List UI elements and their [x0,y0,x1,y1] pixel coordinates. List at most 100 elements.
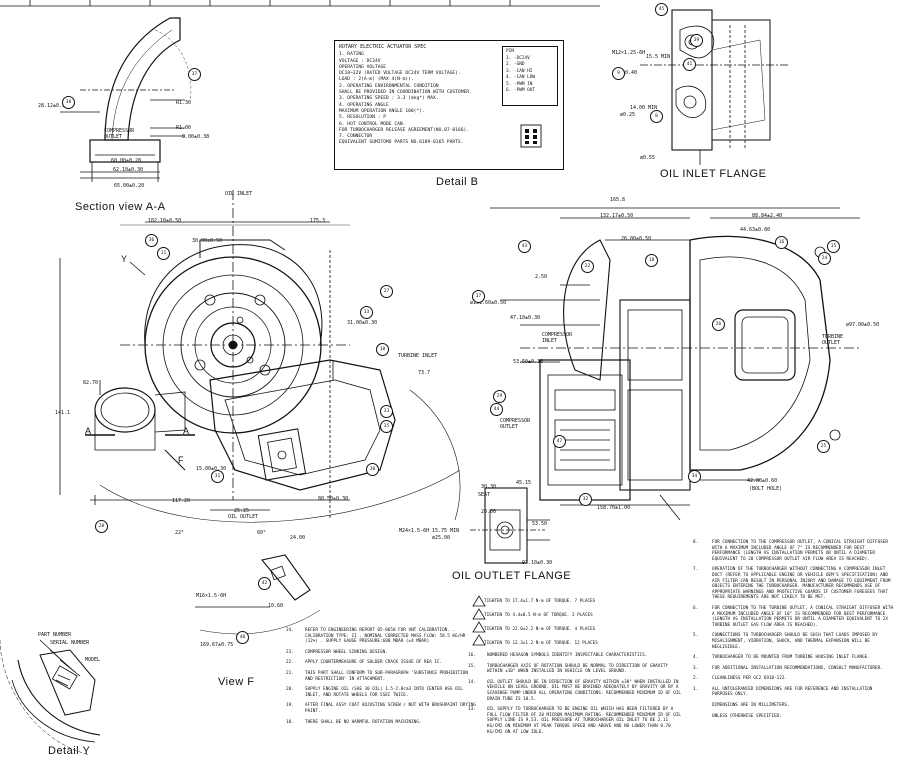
note-number: 5. [693,633,699,639]
dimension: 14.00 MIN [630,105,658,111]
note-number [693,714,707,720]
oil-inlet-label: OIL INLET [225,191,253,197]
general-note: 5. CONNECTIONS TO TURBOCHARGER SHOULD BE … [693,633,895,650]
item-balloon: 18 [645,254,658,267]
dimension: 26.00±0.50 [621,236,652,242]
detail-y-title: Detail Y [48,745,91,757]
note-number: 16. [468,653,476,658]
dimension: ø25.00 [432,535,451,541]
dimension: 169.67±0.75 [200,642,234,648]
torque-note: TIGHTEN TO 22.0±2.2 N-m OF TORQUE. 4 PLA… [468,625,683,634]
dimension: 60° [257,530,267,536]
note-text: ALL UNTOLERANCED DIMENSIONS ARE FOR REFE… [712,686,873,698]
dimension: ø0.55 [640,155,656,161]
item-balloon: 36 [145,234,158,247]
notes-left-column: 24.REFER TO ENGINEERING REPORT 05-0650 F… [286,628,476,730]
dimension: 31.00±0.30 [347,320,378,326]
note-text: THERE SHALL BE NO HARMFUL ROTATION MACHI… [305,719,422,725]
serial-number-label: SERIAL NUMBER [50,640,90,646]
torque-text: TIGHTEN TO 17.4±1.7 N-m OF TORQUE. 7 PLA… [484,598,596,604]
general-note: 8.FOR CONNECTION TO THE COMPRESSOR OUTLE… [693,540,895,562]
oil-outlet-flange-title: OIL OUTLET FLANGE [452,570,572,582]
dimension: 44.63±0.80 [740,227,771,233]
dimension: 25.25 [234,508,250,514]
spec-line: 4. OPERATING ANGLE [339,102,389,108]
item-balloon: 40 [236,631,249,644]
note-text: SUPPLY ENGINE OIL (SAE 30 OIL) 1.5-2.0cm… [305,687,463,698]
note-text: UNLESS OTHERWISE SPECIFIED: [712,713,782,719]
general-note: DIMENSIONS ARE IN MILLIMETERS. [693,703,895,709]
item-balloon: 42 [258,577,271,590]
torque-text: TIGHTEN TO 12.3±1.2 N-m OF TORQUE. 12 PL… [484,640,598,646]
torque-note: TIGHTEN TO 4.4±0.5 N-m OF TORQUE. 2 PLAC… [468,611,683,620]
dimension: 20.00 [481,509,497,515]
dimension: 158.70±1.00 [597,505,631,511]
general-note: 15.TURBOCHARGER AXIS OF ROTATION SHOULD … [468,664,683,675]
dimension: 42.80±0.60 [747,478,778,484]
note-number [693,703,707,709]
dimension: 165.8 [610,197,626,203]
note-text: COMPRESSOR WHEEL SINKING DESIGN. [305,649,388,655]
general-note: 4.TURBOCHARGER TO BE MOUNTED FROM TURBIN… [693,655,895,661]
dimension: 24.00 [290,535,306,541]
dimension: 15.00±0.30 [196,466,227,472]
pin-line: 6. -PWM OUT [506,88,536,93]
note-text: CONNECTIONS TO TURBOCHARGER SHOULD BE SU… [712,633,878,650]
note-number: 7. [693,567,699,573]
dimension: 10.60 [268,603,284,609]
note-number: 19. [286,703,294,709]
spec-line: MAXIMUM OPERATION ANGLE 100(*). [339,108,425,114]
note-number: 24. [286,628,294,633]
dimension: 141.1 [55,410,71,416]
item-balloon: 31 [211,470,224,483]
bolt-hole-label: (BOLT HOLE) [749,486,783,492]
oil-inlet-flange-drawing [640,9,790,165]
general-note: 22.APPLY COUNTERMEASURE OF SOLDER CRACK … [286,660,476,666]
item-balloon: 30 [366,463,379,476]
general-note: 6. FOR CONNECTION TO THE TURBINE OUTLET, … [693,606,895,628]
dimension: ø0.25 [620,112,636,118]
general-note: 7.OPERATION OF THE TURBOCHARGER WITHOUT … [693,567,895,601]
actuator-spec-box: ROTARY ELECTRIC ACTUATOR SPEC 1. RATING … [334,40,564,170]
dimension: 117.20 [172,498,191,504]
item-balloon: 37 [188,68,201,81]
general-note: 1.ALL UNTOLERANCED DIMENSIONS ARE FOR RE… [693,687,895,698]
note-text: FOR CONNECTION TO THE TURBINE OUTLET, A … [712,605,894,628]
note-number: 23. [286,649,294,655]
general-note: 14.OIL OUTLET SHOULD BE IN DIRECTION OF … [468,680,683,702]
item-balloon: 8 [650,110,663,123]
compressor-outlet-right-label: COMPRESSOR OUTLET [500,418,531,430]
torque-note: TIGHTEN TO 12.3±1.2 N-m OF TORQUE. 12 PL… [468,639,683,648]
pin-line: 1. -DC24V [506,55,530,61]
item-balloon: 29 [493,390,506,403]
note-text: APPLY COUNTERMEASURE OF SOLDER CRACK ISS… [305,660,443,666]
note-number: 21. [286,670,294,676]
spec-line: OPERATING VOLTAGE [339,64,387,70]
pin-table: PIN 1. -DC24V 2. -GND 3. -CAN HI 4. -CAN… [502,46,558,106]
note-text: TURBOCHARGER TO BE MOUNTED FROM TURBINE … [712,655,870,661]
spec-line: DC18~32V (RATED VOLTAGE DC24V TERM VOLTA… [339,71,461,77]
dimension: 30.00±0.50 [192,238,223,244]
note-text: NUMBERED HEXAGON SYMBOLS IDENTIFY INSPEC… [487,653,648,658]
general-note: 18.THERE SHALL BE NO HARMFUL ROTATION MA… [286,720,476,726]
general-note: 16. NUMBERED HEXAGON SYMBOLS IDENTIFY INS… [468,653,683,659]
dimension: ø0.40 [622,70,638,76]
notes-right-column: 8.FOR CONNECTION TO THE COMPRESSOR OUTLE… [693,540,895,724]
pin-line: 4. -CAN LOW [506,75,536,80]
note-text: OIL SUPPLY TO TURBOCHARGER TO BE ENGINE … [487,707,682,735]
item-balloon: 45 [655,3,668,16]
item-balloon: 39 [690,34,703,47]
spec-line: SHALL BE PROVIDED IN COORDINATION WITH C… [339,90,472,96]
item-balloon: 9 [612,67,625,80]
general-note: 24.REFER TO ENGINEERING REPORT 05-0650 F… [286,628,476,645]
dimension: 62.10±0.30 [113,167,144,173]
item-balloon: 17 [472,290,485,303]
item-balloon: 38 [62,96,75,109]
item-balloon: 44 [490,403,503,416]
turbine-inlet-label: TURBINE INLET [398,353,438,359]
note-text: DIMENSIONS ARE IN MILLIMETERS. [712,703,790,709]
note-number: 6. [693,605,699,611]
torque-note: TIGHTEN TO 17.4±1.7 N-m OF TORQUE. 7 PLA… [468,597,683,606]
